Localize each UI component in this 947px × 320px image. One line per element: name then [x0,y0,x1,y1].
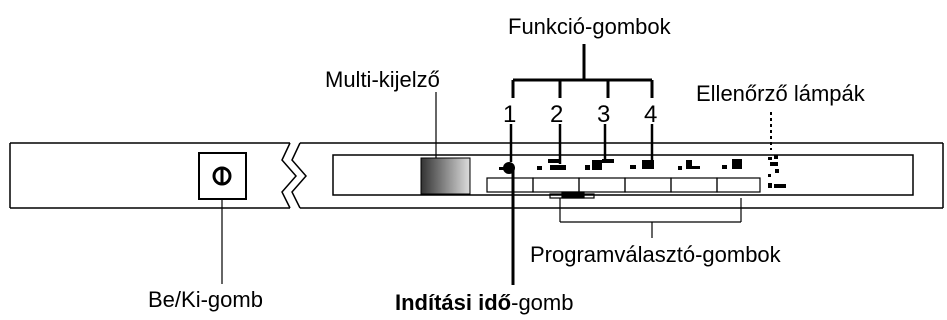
start-time-label-rest: -gomb [511,290,573,315]
program-button [578,177,626,193]
start-time-label-bold: Indítási idő [395,290,511,315]
symbol-3-icon [585,159,614,170]
function-number-3: 3 [597,101,610,128]
indicator-lamps-label: Ellenőrző lámpák [696,81,866,106]
symbol-5-icon [678,160,700,170]
program-select-buttons[interactable] [486,177,761,193]
symbol-6-icon [722,159,742,169]
program-button [532,177,580,193]
multi-display-label: Multi-kijelző [325,67,440,92]
function-button-symbols [499,159,742,174]
program-button [670,177,718,193]
panel-left [9,142,297,209]
function-number-1: 1 [503,101,516,128]
power-button-label: Be/Ki-gomb [148,287,263,312]
selector-marker [549,191,595,199]
power-button[interactable] [198,152,247,200]
function-number-2: 2 [550,101,563,128]
function-buttons-bracket [511,44,654,98]
program-button [716,177,761,193]
program-button [624,177,672,193]
program-button [486,177,534,193]
number-pointer-lines [509,124,654,164]
function-buttons-label: Funkció-gombok [508,14,672,39]
indicator-lamps [768,155,786,188]
start-time-button-label: Indítási idő-gomb [395,290,573,315]
multi-display [420,157,471,195]
program-select-bracket [559,198,742,238]
program-select-label: Programválasztó-gombok [530,242,782,267]
panel-right [291,142,944,209]
symbol-4-icon [630,160,654,169]
function-number-4: 4 [644,101,657,128]
symbol-2-icon [537,159,566,170]
power-icon [212,166,232,186]
